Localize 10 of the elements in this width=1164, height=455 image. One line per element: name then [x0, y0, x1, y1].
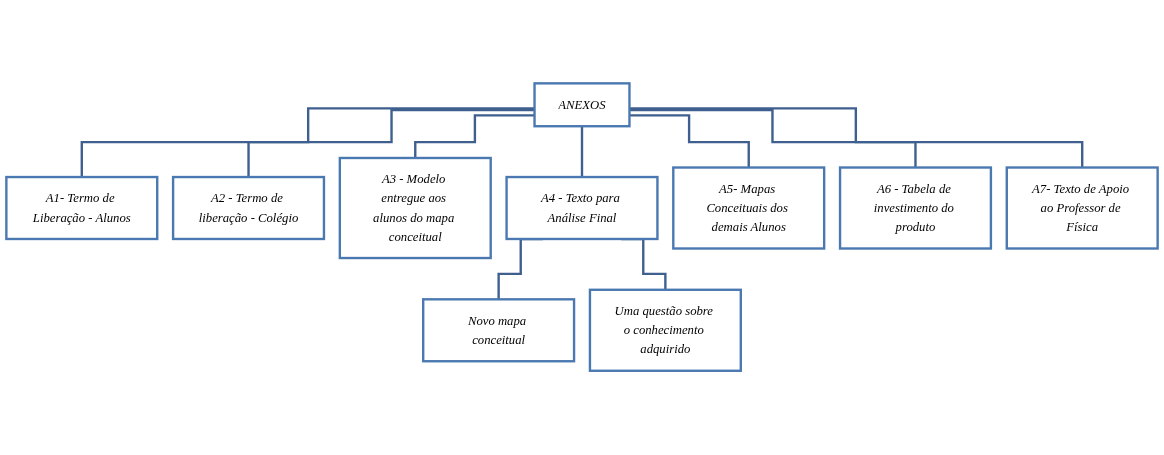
node-box: ANEXOS	[533, 82, 631, 128]
node-box: A6 - Tabela de investimento do produto	[838, 166, 993, 251]
node-box: Uma questão sobre o conhecimento adquirido	[588, 289, 742, 373]
node-box: A3 - Modelo entregue aos alunos do mapa conceitual	[338, 157, 492, 260]
node-box: A7- Texto de Apoio ao Professor de Física	[1005, 166, 1159, 251]
node-box: A5- Mapas Conceituais dos demais Alunos	[672, 166, 826, 251]
node-box: Novo mapa conceitual	[422, 298, 576, 363]
node-box: A1- Termo de Liberação - Alunos	[5, 176, 159, 241]
node-box: A2 - Termo de liberação - Colégio	[171, 176, 326, 241]
node-box: A4 - Texto para Análise Final	[505, 176, 659, 241]
